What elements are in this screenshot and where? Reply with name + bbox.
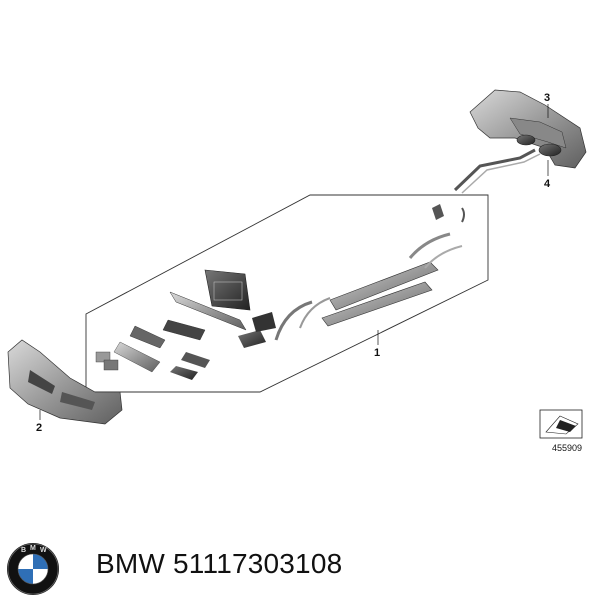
rear-diffuser-part	[469, 89, 587, 169]
bmw-logo: B M W	[7, 543, 59, 595]
svg-text:M: M	[30, 545, 36, 552]
reference-symbol	[539, 409, 583, 439]
callout-1: 1	[374, 347, 380, 359]
exhaust-pipes-part	[453, 134, 562, 194]
reference-number: 455909	[552, 443, 582, 453]
kit-parts	[95, 204, 465, 380]
callout-3: 3	[544, 92, 550, 104]
part-number: 51117303108	[173, 548, 343, 579]
svg-text:W: W	[40, 547, 47, 554]
callout-2: 2	[36, 422, 42, 434]
brand-name: BMW	[96, 548, 166, 579]
callout-4: 4	[544, 178, 551, 190]
front-bumper-part	[7, 339, 123, 425]
svg-text:B: B	[21, 547, 26, 554]
